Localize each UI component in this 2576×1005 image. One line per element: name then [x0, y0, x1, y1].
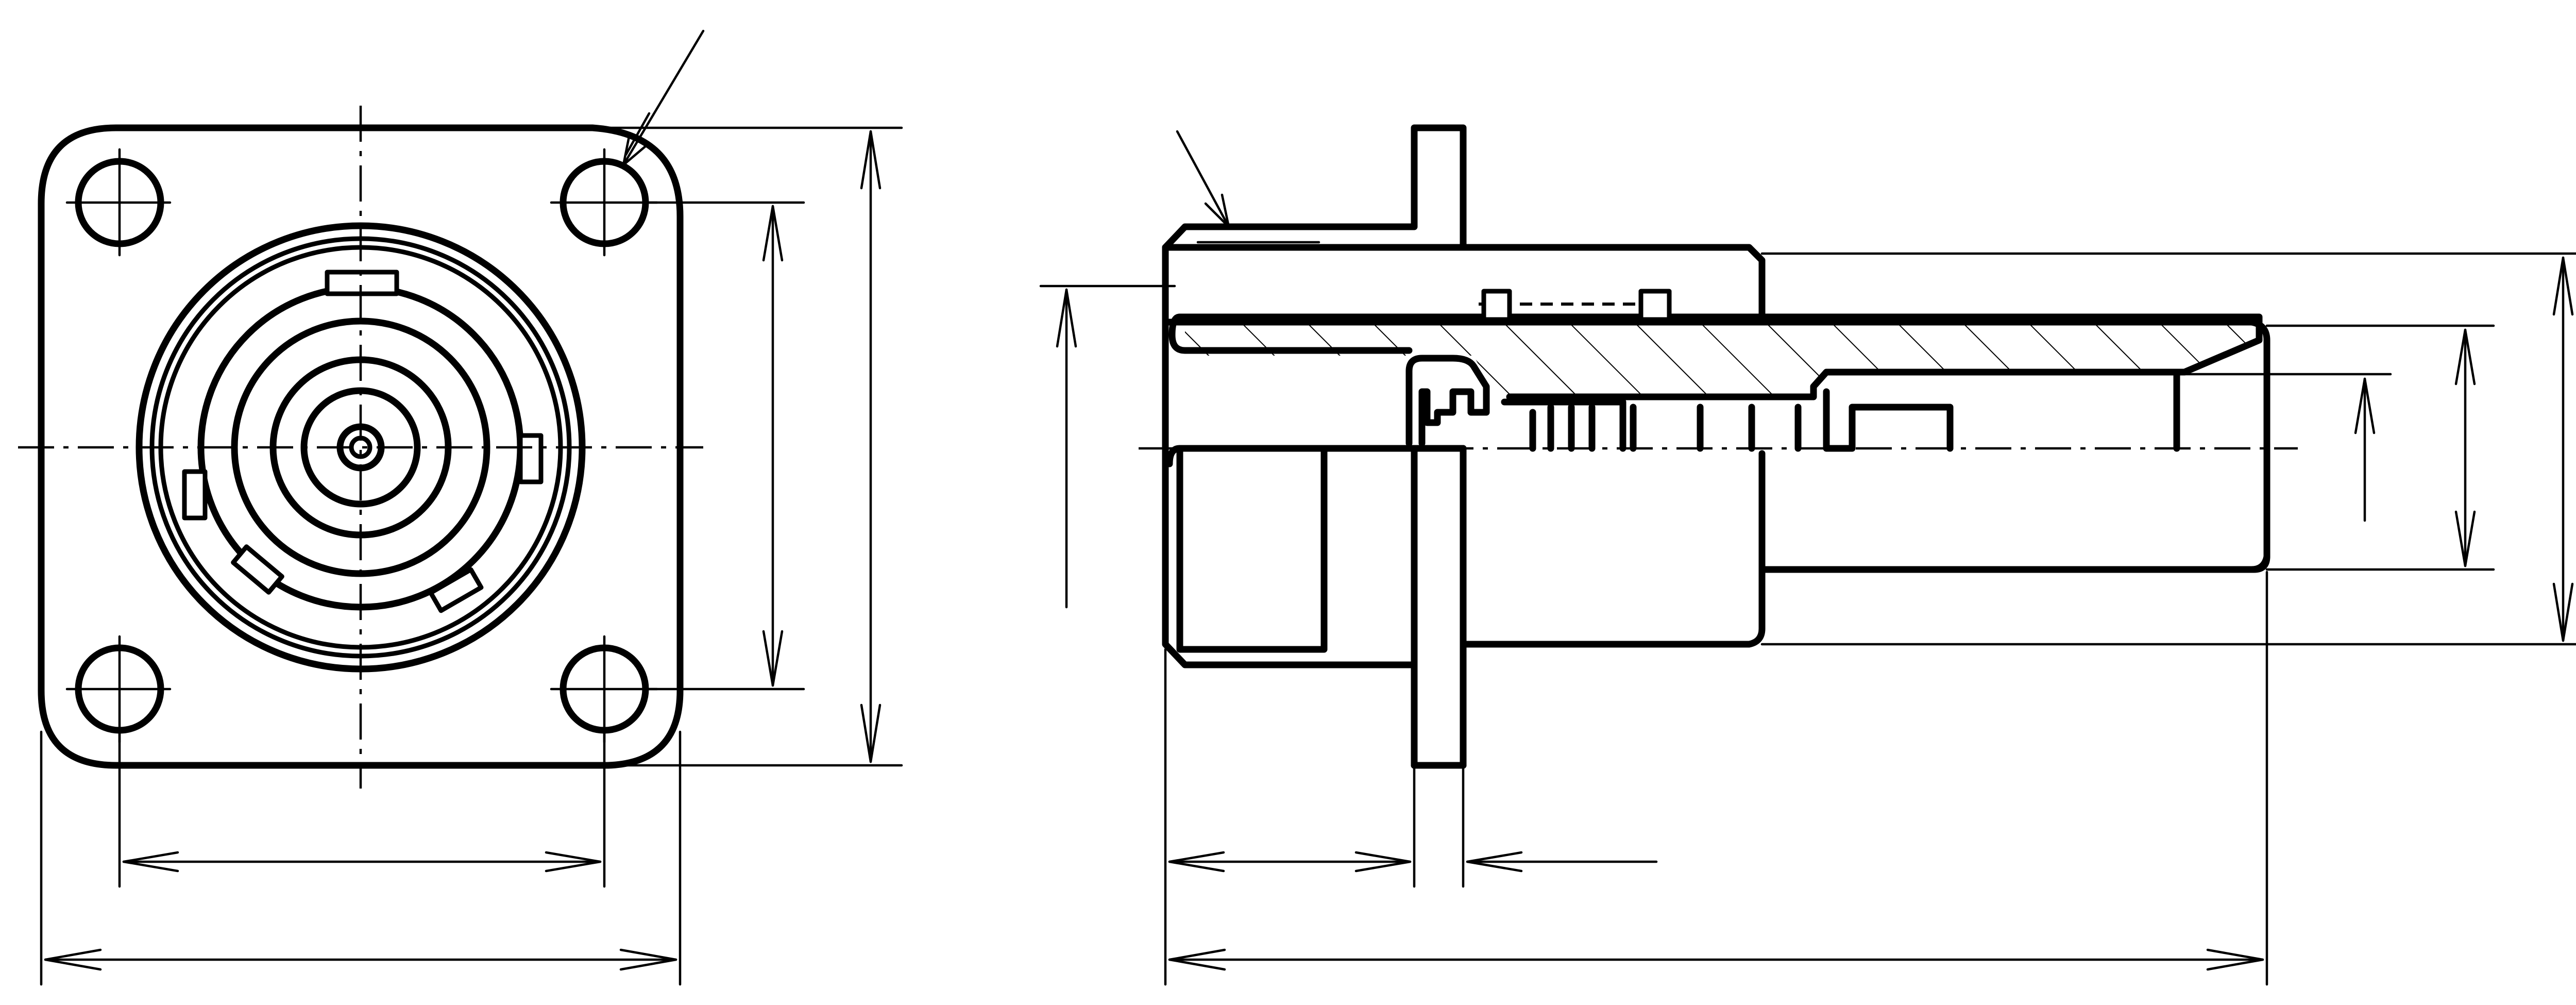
body-lower-right — [1460, 450, 1766, 648]
side-section-view — [1039, 124, 2576, 986]
internal-teeth — [1501, 368, 2180, 452]
flange-plate — [1162, 124, 1467, 769]
front-view — [18, 29, 903, 986]
sleeve-lower — [1758, 553, 2270, 573]
body-lower-left — [1176, 445, 1328, 653]
housing-upper — [1162, 244, 1766, 326]
contact-detail — [1405, 355, 1490, 447]
